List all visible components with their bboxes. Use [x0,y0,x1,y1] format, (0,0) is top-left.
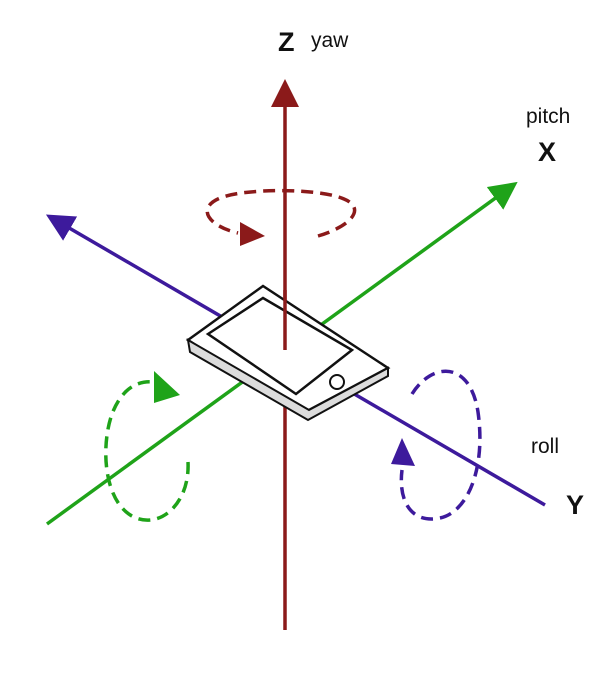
yaw-rotation-arrow [205,188,357,246]
x-axis-label: X [538,137,556,167]
roll-rotation-arrow [391,369,482,521]
yaw-label: yaw [311,29,349,52]
pitch-rotation-arrow [104,371,190,522]
tablet-icon [185,284,391,422]
roll-label: roll [531,435,559,458]
y-axis-label: Y [566,490,584,520]
z-axis-label: Z [278,27,295,57]
pitch-label: pitch [526,105,570,128]
